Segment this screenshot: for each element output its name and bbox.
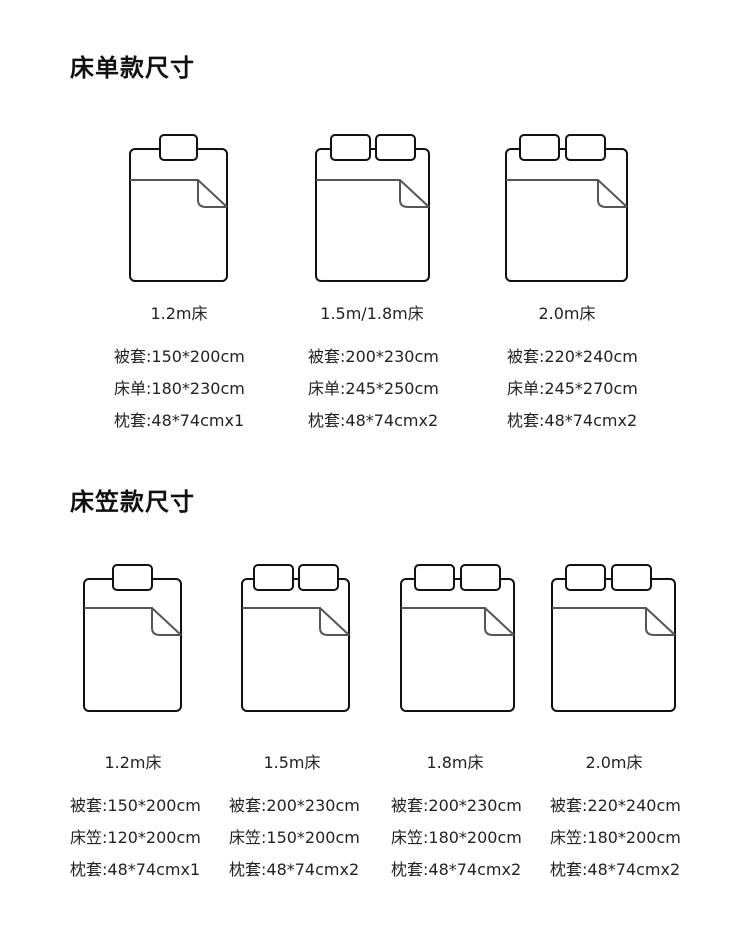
single-bed-icon (83, 564, 182, 712)
spec-duvet: 被套:220*240cm (507, 347, 638, 366)
spec-duvet: 被套:200*230cm (229, 796, 360, 815)
double-bed-icon (315, 134, 430, 282)
double-bed-icon (400, 564, 515, 712)
spec-fitted-sheet: 床笠:150*200cm (229, 828, 360, 847)
size-label: 1.2m床 (104, 753, 162, 772)
spec-list: 被套:150*200cm 床单:180*230cm 枕套:48*74cmx1 (114, 341, 245, 437)
double-bed-icon (505, 134, 628, 282)
spec-list: 被套:200*230cm 床单:245*250cm 枕套:48*74cmx2 (308, 341, 439, 437)
spec-pillowcase: 枕套:48*74cmx1 (114, 411, 245, 430)
spec-sheet: 床单:245*270cm (507, 379, 638, 398)
spec-list: 被套:220*240cm 床单:245*270cm 枕套:48*74cmx2 (507, 341, 638, 437)
double-bed-icon (241, 564, 350, 712)
size-label: 1.8m床 (426, 753, 484, 772)
size-label: 2.0m床 (538, 304, 596, 323)
size-label: 2.0m床 (585, 753, 643, 772)
spec-pillowcase: 枕套:48*74cmx2 (308, 411, 439, 430)
spec-fitted-sheet: 床笠:180*200cm (550, 828, 681, 847)
double-bed-icon (551, 564, 676, 712)
spec-duvet: 被套:150*200cm (114, 347, 245, 366)
spec-duvet: 被套:200*230cm (308, 347, 439, 366)
spec-pillowcase: 枕套:48*74cmx2 (391, 860, 522, 879)
size-label: 1.5m/1.8m床 (320, 304, 424, 323)
spec-list: 被套:200*230cm 床笠:150*200cm 枕套:48*74cmx2 (229, 790, 360, 886)
section-title-fitted-sheet: 床笠款尺寸 (70, 488, 195, 516)
spec-sheet: 床单:180*230cm (114, 379, 245, 398)
spec-list: 被套:220*240cm 床笠:180*200cm 枕套:48*74cmx2 (550, 790, 681, 886)
spec-pillowcase: 枕套:48*74cmx2 (507, 411, 638, 430)
single-bed-icon (129, 134, 228, 282)
spec-pillowcase: 枕套:48*74cmx2 (229, 860, 360, 879)
spec-fitted-sheet: 床笠:180*200cm (391, 828, 522, 847)
spec-duvet: 被套:220*240cm (550, 796, 681, 815)
size-label: 1.2m床 (150, 304, 208, 323)
spec-duvet: 被套:150*200cm (70, 796, 201, 815)
spec-pillowcase: 枕套:48*74cmx1 (70, 860, 201, 879)
section-title-bedsheet: 床单款尺寸 (70, 54, 195, 82)
spec-fitted-sheet: 床笠:120*200cm (70, 828, 201, 847)
spec-pillowcase: 枕套:48*74cmx2 (550, 860, 681, 879)
spec-duvet: 被套:200*230cm (391, 796, 522, 815)
spec-list: 被套:150*200cm 床笠:120*200cm 枕套:48*74cmx1 (70, 790, 201, 886)
spec-list: 被套:200*230cm 床笠:180*200cm 枕套:48*74cmx2 (391, 790, 522, 886)
size-label: 1.5m床 (263, 753, 321, 772)
spec-sheet: 床单:245*250cm (308, 379, 439, 398)
